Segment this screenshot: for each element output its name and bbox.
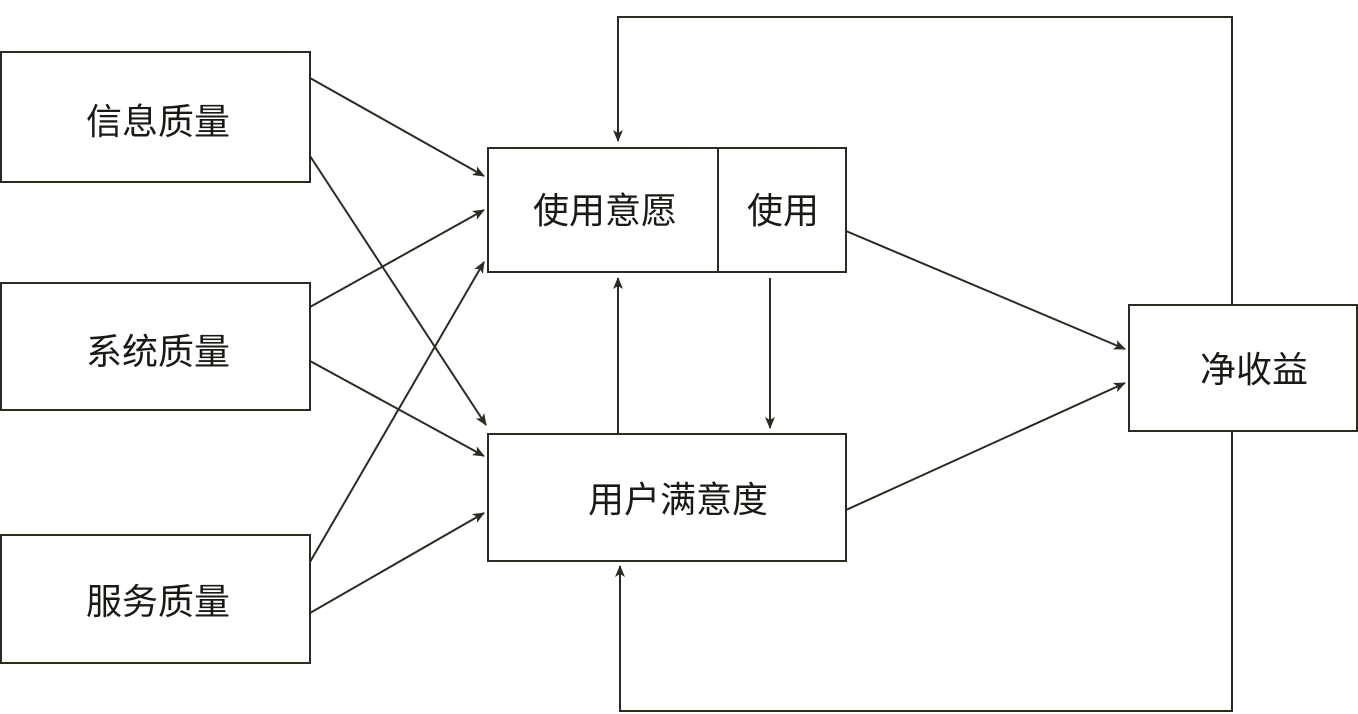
node-system-quality: 系统质量 <box>0 282 311 411</box>
node-user-satisfaction-label: 用户满意度 <box>588 480 768 521</box>
edge-info-to-intention <box>309 77 485 177</box>
edge-system-to-satisfaction <box>309 360 485 457</box>
node-info-quality-label: 信息质量 <box>86 102 230 143</box>
node-net-benefits: 净收益 <box>1128 304 1358 432</box>
edge-service-to-intention <box>309 261 485 563</box>
edge-service-to-satisfaction <box>309 512 485 614</box>
edge-use-to-net-benefits <box>845 230 1126 350</box>
node-intention-to-use-label: 使用意愿 <box>533 191 677 232</box>
node-use-label: 使用 <box>747 191 819 232</box>
node-system-quality-label: 系统质量 <box>86 332 230 373</box>
edge-net-benefits-feedback-to-satisfaction <box>615 431 1233 712</box>
edge-satisfaction-to-net-benefits <box>845 382 1126 511</box>
node-info-quality: 信息质量 <box>0 51 311 183</box>
node-intention-use: 使用意愿 使用 <box>487 147 847 273</box>
node-service-quality-label: 服务质量 <box>86 582 230 623</box>
node-service-quality: 服务质量 <box>0 534 311 664</box>
edge-net-benefits-feedback-to-intention <box>613 16 1233 305</box>
edge-info-to-satisfaction <box>309 155 487 426</box>
edge-system-to-intention <box>309 209 485 308</box>
node-net-benefits-label: 净收益 <box>1200 350 1308 391</box>
node-user-satisfaction: 用户满意度 <box>487 433 847 562</box>
